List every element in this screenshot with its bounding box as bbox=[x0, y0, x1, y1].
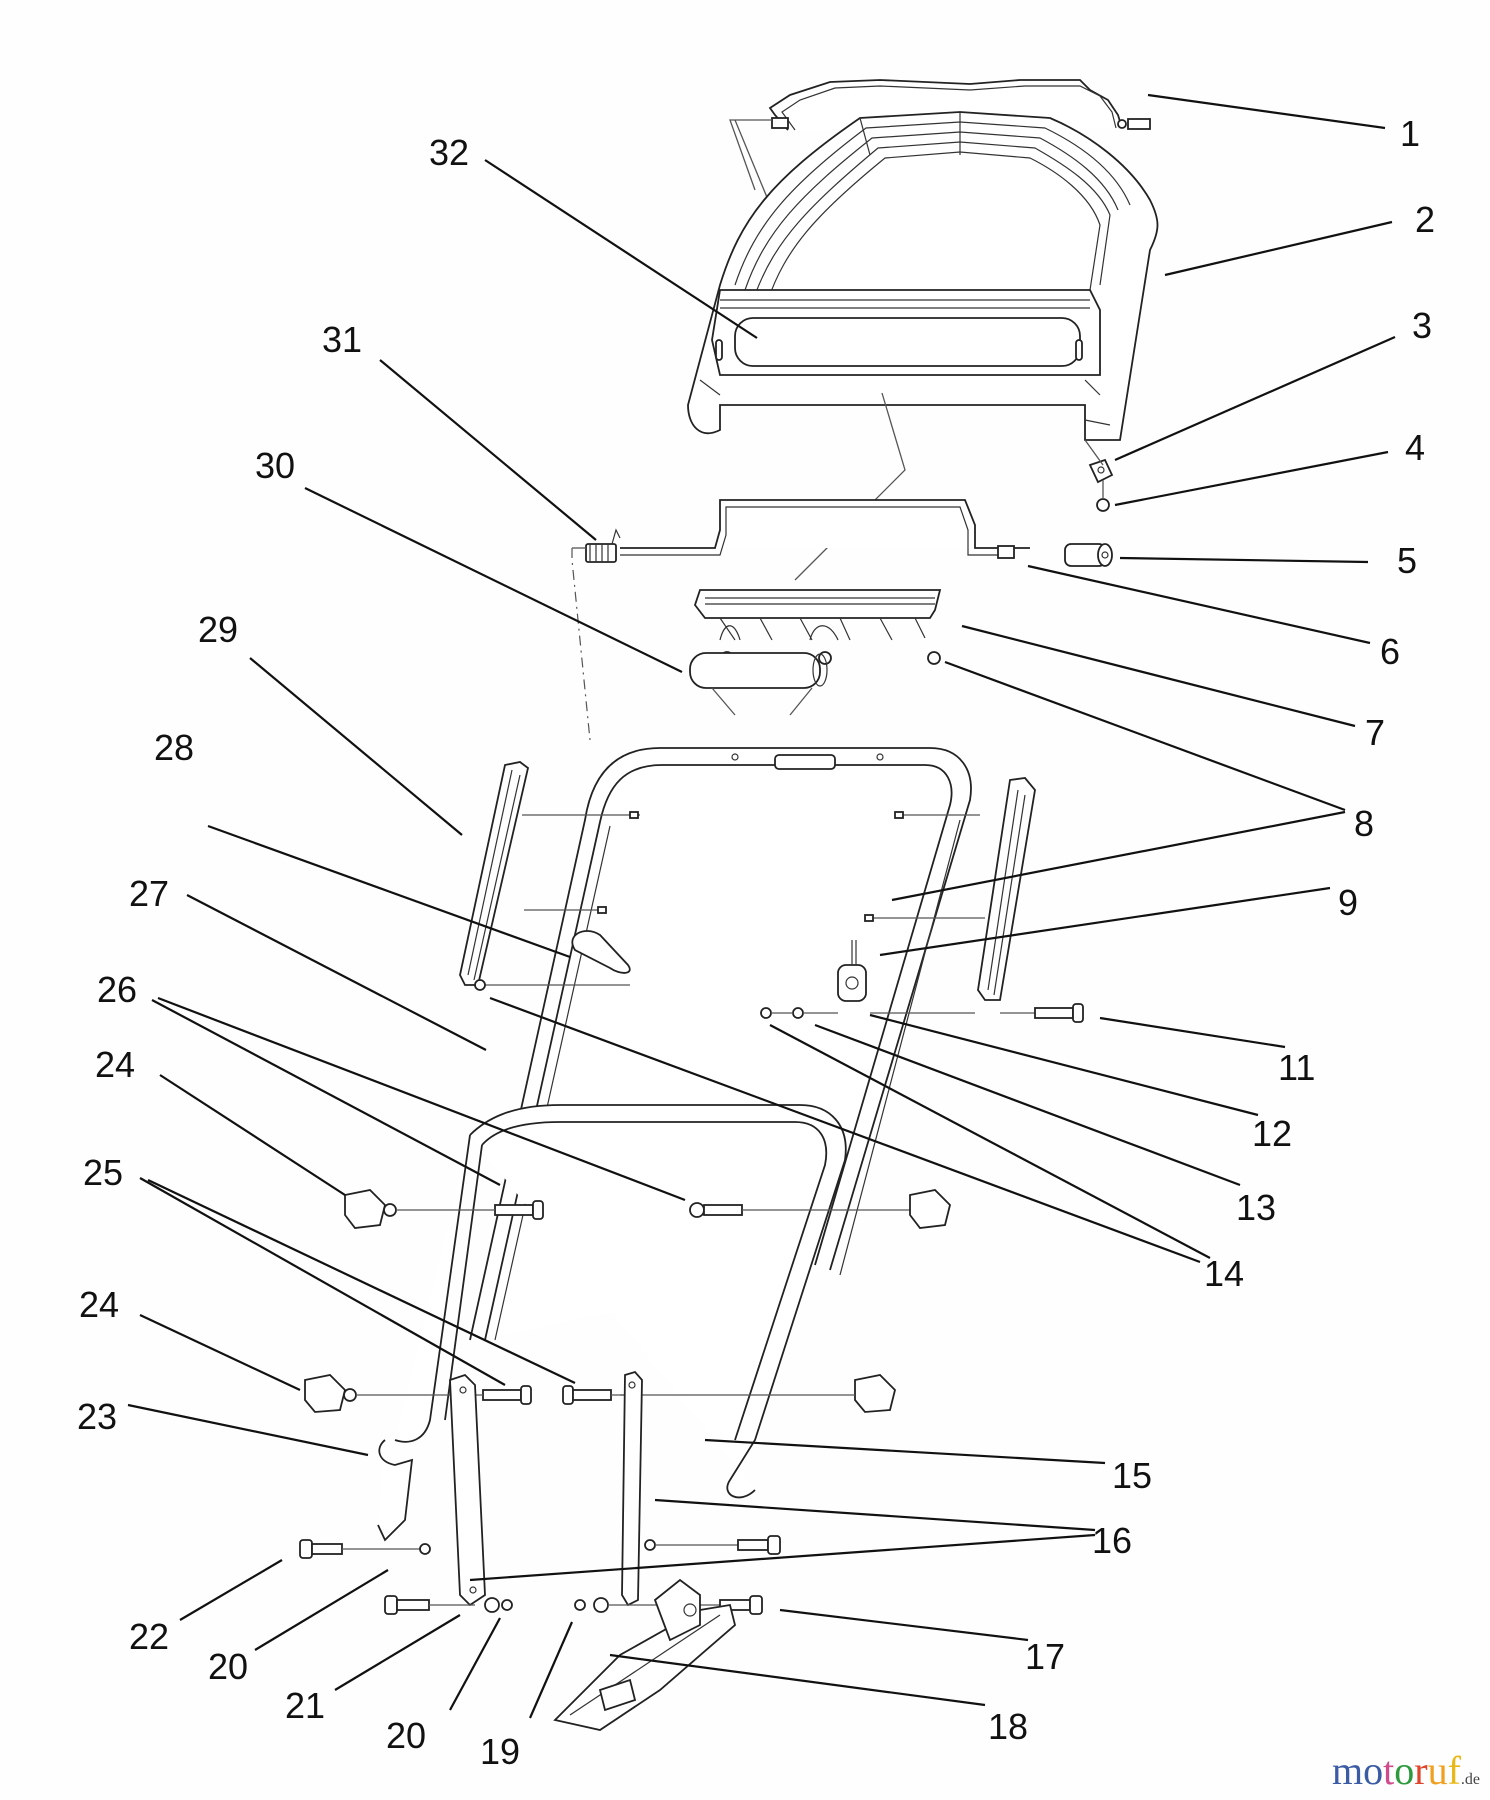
part-4-nut bbox=[1096, 498, 1110, 512]
callout-19: 19 bbox=[480, 1731, 520, 1772]
callout-32: 32 bbox=[429, 132, 469, 173]
part-25-bolts bbox=[460, 1385, 625, 1405]
part-7-bracket bbox=[693, 589, 942, 665]
callout-12: 12 bbox=[1252, 1113, 1292, 1154]
leader-lines bbox=[127, 93, 1396, 1719]
watermark-letter: r bbox=[1414, 1748, 1428, 1793]
callout-20-lower: 20 bbox=[386, 1715, 426, 1756]
callout-9: 9 bbox=[1338, 882, 1358, 923]
callout-23: 23 bbox=[77, 1396, 117, 1437]
callout-22: 22 bbox=[129, 1616, 169, 1657]
callout-21: 21 bbox=[285, 1685, 325, 1726]
callout-5: 5 bbox=[1397, 540, 1417, 581]
callout-3: 3 bbox=[1412, 305, 1432, 346]
part-26-bolts bbox=[470, 1200, 910, 1220]
callout-27: 27 bbox=[129, 873, 169, 914]
part-18-deck-bracket bbox=[553, 1578, 737, 1731]
callout-8: 8 bbox=[1354, 803, 1374, 844]
part-13-14-washer-nut bbox=[760, 1007, 838, 1019]
part-24-knob-upper-right bbox=[909, 1189, 951, 1229]
callout-1: 1 bbox=[1400, 113, 1420, 154]
watermark-letter: o bbox=[1394, 1748, 1415, 1793]
watermark-letter: m bbox=[1331, 1748, 1364, 1793]
part-24-knob-upper-left bbox=[344, 1189, 470, 1229]
part-16-link-left bbox=[449, 1373, 486, 1607]
part-21-bolt-lower bbox=[384, 1595, 513, 1615]
part-30-grip bbox=[689, 652, 828, 689]
callout-14: 14 bbox=[1204, 1253, 1244, 1294]
watermark-letter: o bbox=[1363, 1748, 1384, 1793]
part-16-link-right bbox=[621, 1370, 643, 1607]
callout-28: 28 bbox=[154, 727, 194, 768]
part-22-bolt-left bbox=[299, 1539, 431, 1559]
callout-30: 30 bbox=[255, 445, 295, 486]
callout-labels: 1 2 3 4 5 6 7 8 9 11 12 13 14 15 16 17 1… bbox=[77, 113, 1435, 1772]
lower-handle-tube bbox=[377, 1104, 847, 1542]
callout-15: 15 bbox=[1112, 1455, 1152, 1496]
watermark-letter: t bbox=[1383, 1748, 1395, 1793]
callout-7: 7 bbox=[1365, 712, 1385, 753]
part-24-knob-lower-left bbox=[304, 1374, 450, 1413]
part-19-20-nuts-right bbox=[574, 1595, 763, 1615]
part-24-knob-lower-right bbox=[620, 1374, 896, 1413]
callout-26: 26 bbox=[97, 969, 137, 1010]
watermark-letter: u bbox=[1427, 1748, 1448, 1793]
watermark-letter: f bbox=[1447, 1748, 1461, 1793]
part-2-upper-console bbox=[687, 111, 1159, 441]
callout-17: 17 bbox=[1025, 1636, 1065, 1677]
watermark-logo: motoruf.de bbox=[1332, 1747, 1480, 1794]
part-5-6-pivot-rod bbox=[620, 499, 1113, 567]
callout-31: 31 bbox=[322, 319, 362, 360]
part-8-screws bbox=[522, 811, 985, 922]
callout-18: 18 bbox=[988, 1706, 1028, 1747]
part-29-cover-right bbox=[977, 777, 1036, 1001]
part-29-cover-left bbox=[459, 761, 530, 986]
callout-11: 11 bbox=[1278, 1047, 1315, 1088]
part-31-spring bbox=[571, 528, 621, 741]
callout-24-lower: 24 bbox=[79, 1284, 119, 1325]
callout-25: 25 bbox=[83, 1152, 123, 1193]
callout-29: 29 bbox=[198, 609, 238, 650]
part-28-cable-tie bbox=[474, 930, 631, 991]
callout-6: 6 bbox=[1380, 631, 1400, 672]
callout-2: 2 bbox=[1415, 199, 1435, 240]
callout-16: 16 bbox=[1092, 1520, 1132, 1561]
part-12-switch bbox=[837, 940, 867, 1002]
callout-4: 4 bbox=[1405, 427, 1425, 468]
callout-13: 13 bbox=[1236, 1187, 1276, 1228]
callout-24-upper: 24 bbox=[95, 1044, 135, 1085]
part-11-bolt bbox=[870, 1003, 1084, 1023]
watermark-suffix: .de bbox=[1460, 1771, 1480, 1788]
callout-20-upper: 20 bbox=[208, 1646, 248, 1687]
part-17-bolt-right bbox=[644, 1535, 781, 1555]
